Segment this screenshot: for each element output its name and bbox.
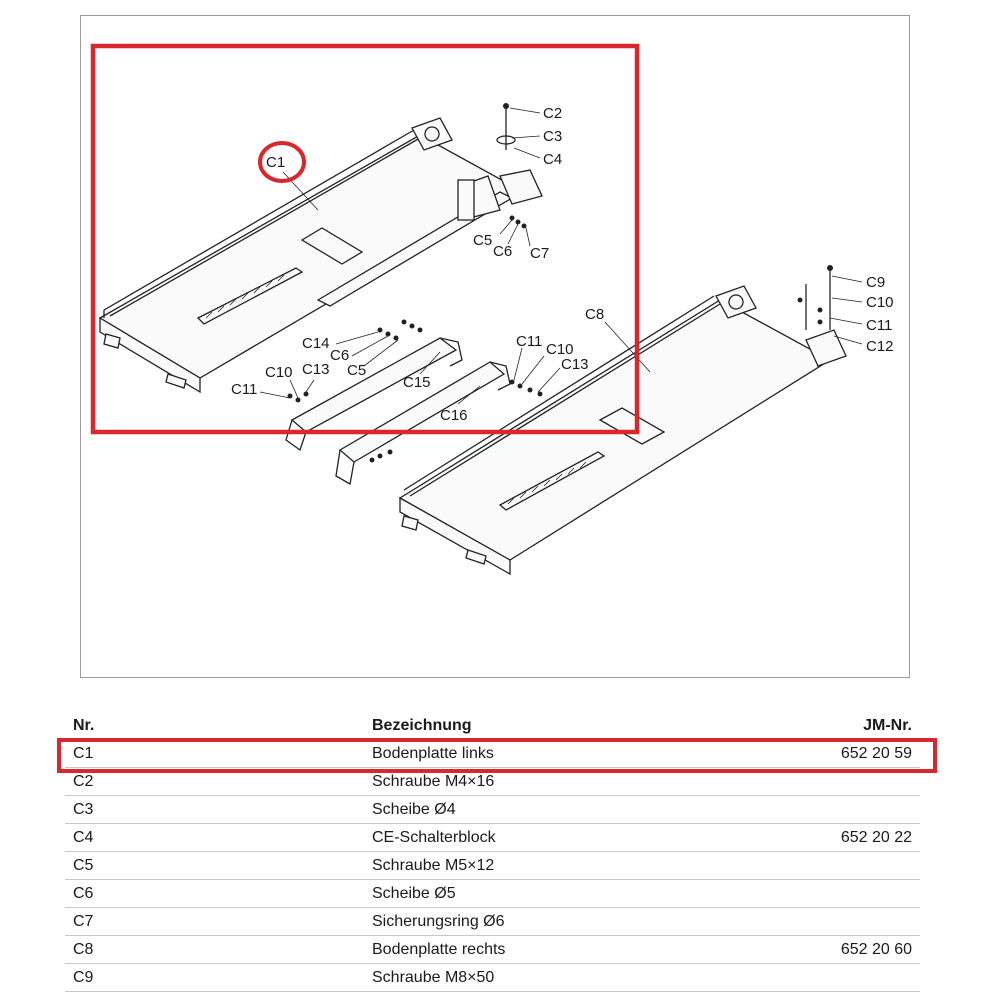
cell-bezeichnung: Scheibe Ø5 [364, 879, 716, 908]
cell-jm-nr [715, 879, 920, 908]
header-nr: Nr. [65, 712, 364, 740]
highlight-box-c1-region [90, 43, 640, 435]
parts-list-table: Nr. Bezeichnung JM-Nr. C1 Bodenplatte li… [65, 712, 920, 992]
cell-jm-nr: 652 20 60 [715, 935, 920, 964]
cell-jm-nr: 652 20 59 [715, 739, 920, 768]
callout-c13-mid: C13 [561, 356, 589, 373]
table-row: C8 Bodenplatte rechts 652 20 60 [65, 935, 920, 964]
callout-labels: C1 C2 C3 C4 C5 C6 C7 C8 C9 C10 C11 C12 C… [231, 105, 894, 424]
callout-c14: C14 [302, 335, 330, 352]
callout-c11-left: C11 [231, 381, 257, 398]
callout-c6-upper: C6 [493, 243, 512, 260]
cell-jm-nr [715, 907, 920, 936]
cell-jm-nr [715, 851, 920, 880]
table-row: C9 Schraube M8×50 [65, 963, 920, 992]
cell-bezeichnung: Scheibe Ø4 [364, 795, 716, 824]
frame-bar-c15-drawing [285, 337, 463, 452]
cell-nr: C6 [65, 879, 364, 908]
header-bezeichnung: Bezeichnung [364, 712, 716, 740]
callout-c3: C3 [543, 128, 562, 145]
callout-c4: C4 [543, 151, 562, 168]
callout-c10-right: C10 [866, 294, 894, 311]
cell-bezeichnung: Bodenplatte rechts [364, 935, 716, 964]
header-jm-nr: JM-Nr. [715, 712, 920, 740]
left-base-plate-drawing [98, 103, 543, 394]
cell-jm-nr [715, 963, 920, 992]
cell-bezeichnung: Sicherungsring Ø6 [364, 907, 716, 936]
callout-c16: C16 [440, 407, 468, 424]
cell-nr: C7 [65, 907, 364, 936]
cell-jm-nr: 652 20 22 [715, 823, 920, 852]
table-row: C6 Scheibe Ø5 [65, 879, 920, 908]
cell-nr: C4 [65, 823, 364, 852]
table-row: C1 Bodenplatte links 652 20 59 [65, 739, 920, 768]
cell-nr: C3 [65, 795, 364, 824]
cell-nr: C1 [65, 739, 364, 768]
highlight-circle-c1 [258, 141, 306, 183]
table-row: C4 CE-Schalterblock 652 20 22 [65, 823, 920, 852]
table-row: C5 Schraube M5×12 [65, 851, 920, 880]
cell-bezeichnung: Bodenplatte links [364, 739, 716, 768]
callout-c5-lower: C5 [347, 362, 366, 379]
callout-c5-upper: C5 [473, 232, 492, 249]
cell-jm-nr [715, 795, 920, 824]
callout-c15: C15 [403, 374, 431, 391]
callout-c1: C1 [266, 154, 285, 171]
hardware-fasteners [287, 215, 823, 463]
callout-c10-mid: C10 [546, 341, 574, 358]
left-plate-slots [205, 274, 285, 319]
callout-c6-lower: C6 [330, 347, 349, 364]
frame-bar-c16-drawing [335, 361, 511, 486]
table-row: C7 Sicherungsring Ø6 [65, 907, 920, 936]
callout-c7: C7 [530, 245, 549, 262]
cell-bezeichnung: Schraube M4×16 [364, 767, 716, 796]
table-row: C3 Scheibe Ø4 [65, 795, 920, 824]
cell-bezeichnung: Schraube M5×12 [364, 851, 716, 880]
right-plate-slots [507, 461, 587, 505]
callout-c11-mid: C11 [516, 333, 542, 350]
cell-nr: C9 [65, 963, 364, 992]
cell-nr: C5 [65, 851, 364, 880]
table-header-row: Nr. Bezeichnung JM-Nr. [65, 712, 920, 740]
callout-c13-left: C13 [302, 361, 330, 378]
cell-nr: C8 [65, 935, 364, 964]
callout-c2: C2 [543, 105, 562, 122]
table-row: C2 Schraube M4×16 [65, 767, 920, 796]
callout-leaders [259, 107, 863, 405]
callout-c9: C9 [866, 274, 885, 291]
cell-nr: C2 [65, 767, 364, 796]
callout-c8: C8 [585, 306, 604, 323]
callout-c12: C12 [866, 338, 894, 355]
callout-c10-left: C10 [265, 364, 293, 381]
cell-jm-nr [715, 767, 920, 796]
cell-bezeichnung: CE-Schalterblock [364, 823, 716, 852]
cell-bezeichnung: Schraube M8×50 [364, 963, 716, 992]
callout-c11-right: C11 [866, 317, 892, 334]
